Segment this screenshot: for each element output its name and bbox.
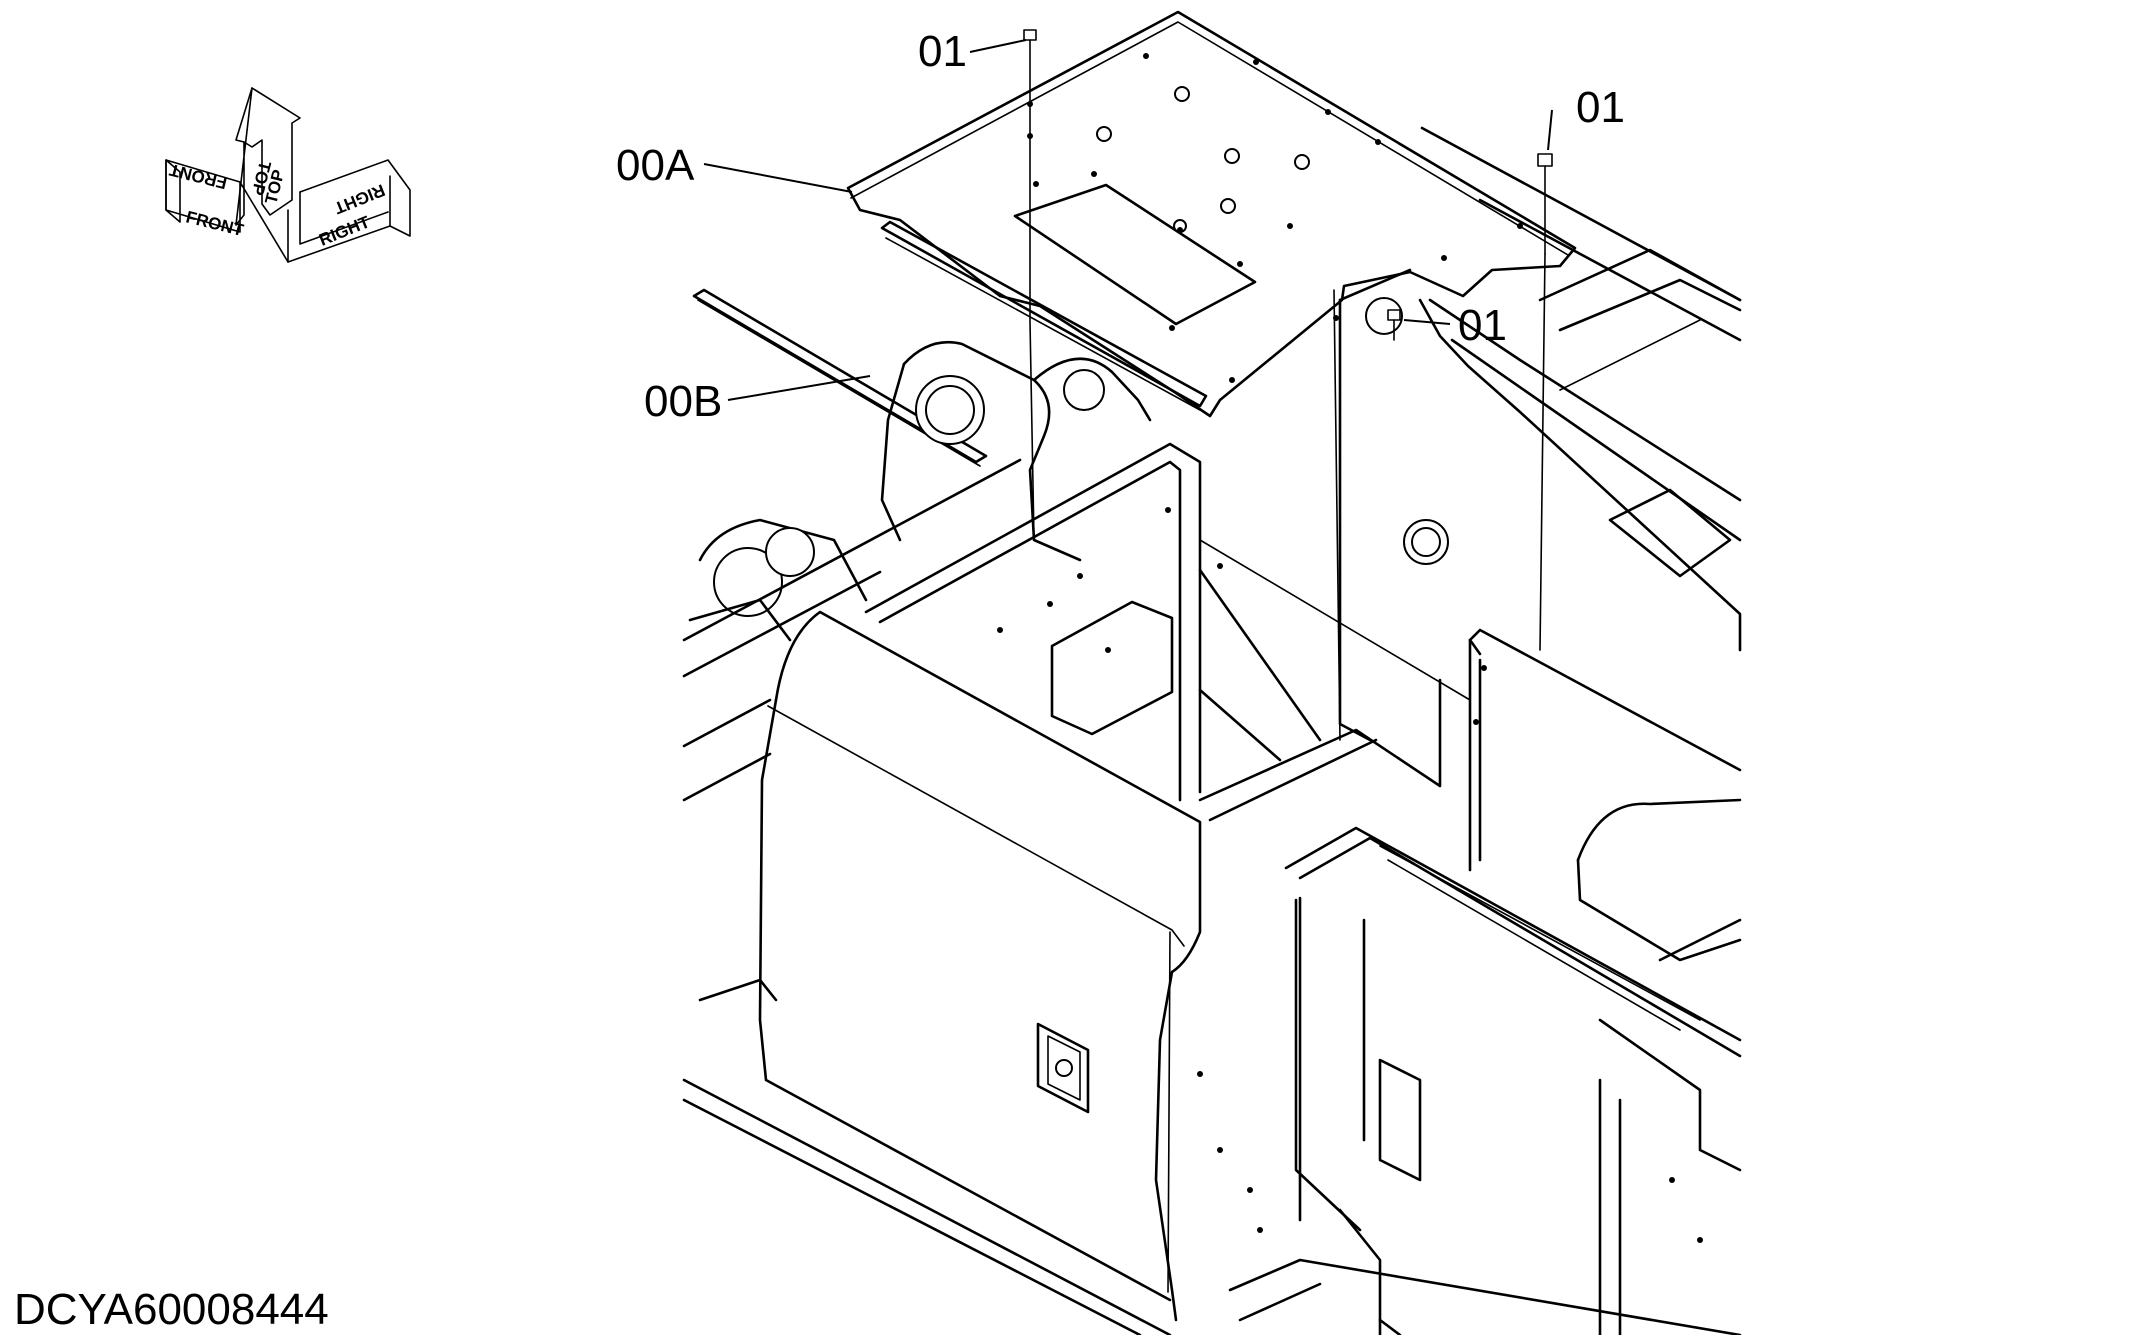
machine-frame xyxy=(682,126,1742,1335)
orientation-front-mirrored-label: FRONT xyxy=(167,160,229,193)
bolt-01-top xyxy=(1023,29,1037,541)
callout-bolt-mid-label: 01 xyxy=(1458,301,1507,350)
orientation-arrow-icon: FRONT FRONT TOP TOP RIGHT RIGHT xyxy=(165,87,411,263)
document-id: DCYA60008444 xyxy=(14,1285,329,1334)
callout-seal-strip-label: 00B xyxy=(644,377,722,426)
callout-bolt-right-label: 01 xyxy=(1576,83,1625,132)
bolt-01-mid xyxy=(1333,289,1401,741)
orientation-right-mirrored-label: RIGHT xyxy=(331,180,388,218)
orientation-right-label: RIGHT xyxy=(316,212,373,250)
bolt-01-right xyxy=(1537,153,1553,651)
callout-cover-plate-label: 00A xyxy=(616,141,695,190)
leader-lines xyxy=(703,39,1553,401)
callout-bolt-top-label: 01 xyxy=(918,27,967,76)
